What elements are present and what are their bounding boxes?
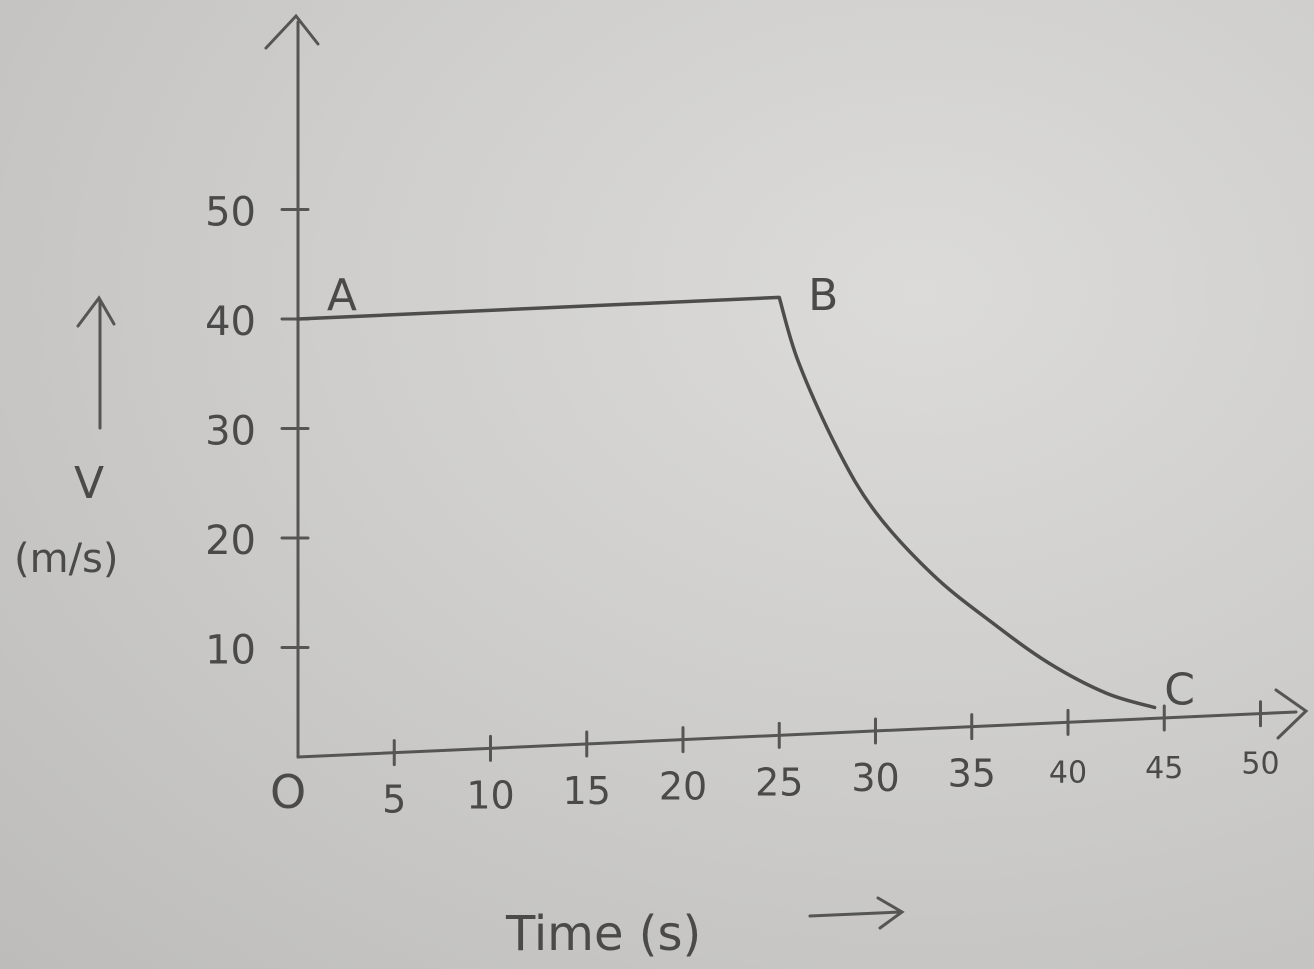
x-axis-label: Time (s) — [505, 906, 701, 962]
series-line-0 — [296, 295, 1157, 710]
x-axis-arrowhead — [1274, 688, 1309, 740]
axes — [264, 13, 1309, 759]
y-axis-unit: (m/s) — [14, 536, 119, 582]
y-tick-label-50: 50 — [205, 190, 256, 236]
point-label-c: C — [1164, 665, 1195, 716]
y-tick-label-20: 20 — [205, 518, 256, 564]
x-arrow-icon — [808, 910, 902, 918]
y-tick-label-10: 10 — [205, 628, 256, 674]
x-tick-label-25: 25 — [755, 760, 803, 804]
origin-label: O — [270, 765, 306, 819]
y-axis-label-group: V (m/s) — [14, 295, 119, 582]
tick-marks — [280, 208, 1262, 767]
y-tick-label-30: 30 — [205, 409, 256, 455]
y-tick-label-40: 40 — [205, 299, 256, 345]
x-tick-label-40: 40 — [1049, 755, 1087, 790]
y-axis-arrowhead — [264, 13, 320, 50]
point-label-a: A — [327, 270, 357, 321]
x-tick-label-35: 35 — [948, 752, 996, 796]
annotation-layer: A B C — [327, 270, 1195, 716]
x-tick-label-10: 10 — [466, 773, 514, 817]
x-tick-label-45: 45 — [1145, 751, 1183, 786]
y-axis-label: V — [74, 458, 104, 509]
series-layer — [296, 295, 1157, 710]
x-tick-label-5: 5 — [382, 778, 406, 822]
x-tick-label-15: 15 — [563, 769, 611, 813]
tick-labels: 5 10 15 20 25 30 35 40 45 50 10 20 30 40 50 — [205, 190, 1280, 822]
x-axis-line — [296, 710, 1298, 759]
x-axis-label-group: Time (s) — [505, 896, 905, 962]
x-arrow-head-icon — [876, 896, 905, 930]
x-tick-label-30: 30 — [851, 756, 899, 800]
x-tick-label-20: 20 — [659, 765, 707, 809]
x-tick-label-50: 50 — [1241, 747, 1279, 782]
point-label-b: B — [808, 270, 838, 321]
y-arrow-head-icon — [76, 295, 116, 328]
